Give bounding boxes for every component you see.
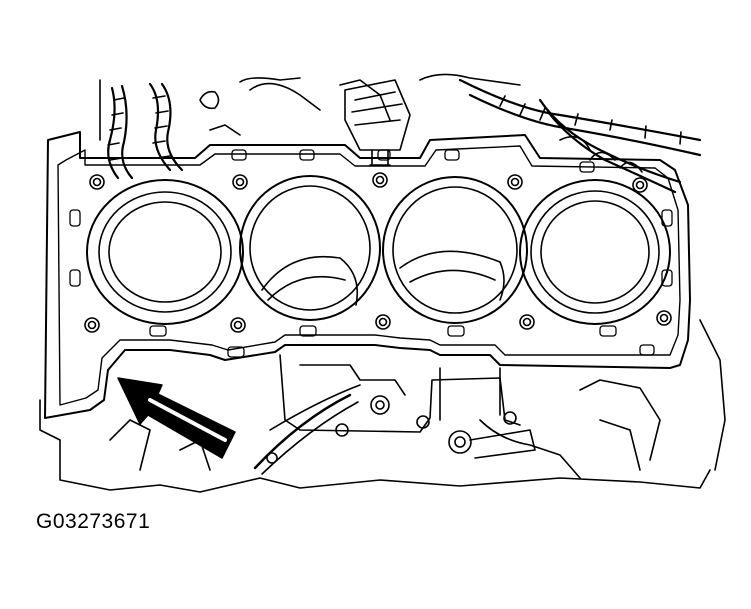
wire-harness-left bbox=[107, 82, 184, 180]
cylinder-bore-1 bbox=[86, 179, 244, 325]
cylinder-bore-2 bbox=[239, 175, 381, 321]
pointing-arrow bbox=[117, 377, 236, 459]
coolant-passages bbox=[69, 149, 673, 358]
head-gasket bbox=[44, 131, 691, 419]
wire-connector bbox=[344, 79, 411, 166]
figure-id-label: G03273671 bbox=[36, 510, 151, 533]
engine-block-outline bbox=[39, 73, 726, 493]
lower-block-bracket bbox=[253, 354, 536, 475]
cylinder-bore-3 bbox=[382, 176, 528, 324]
cylinder-bore-4 bbox=[519, 179, 671, 325]
bolt-holes bbox=[84, 172, 672, 333]
